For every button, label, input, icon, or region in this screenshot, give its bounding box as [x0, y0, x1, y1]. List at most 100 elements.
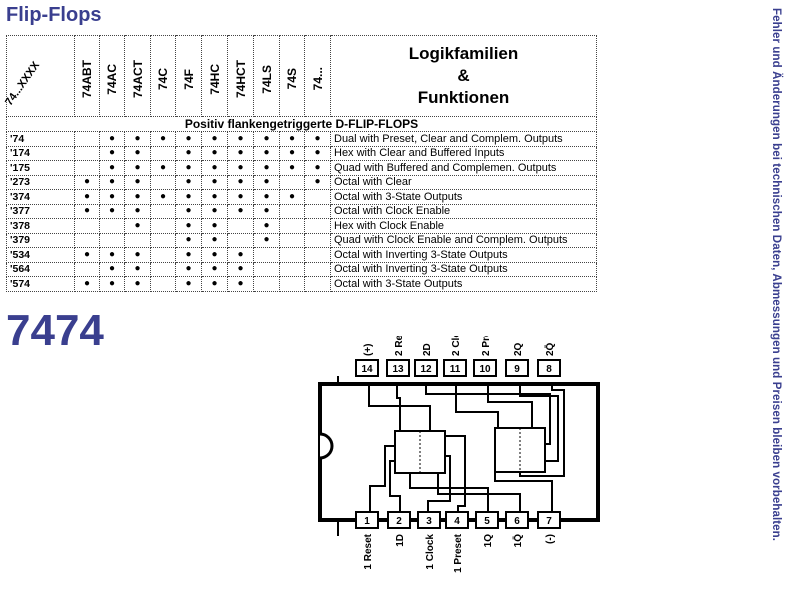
part-code: '273 — [6, 174, 75, 190]
pin-label: 2Q̄ — [544, 342, 556, 356]
empty-cell — [279, 218, 305, 234]
table-row: '534●●●●●●Octal with Inverting 3-State O… — [6, 247, 597, 263]
corner-cell: 74...XXXX — [3, 35, 75, 117]
availability-dot: ● — [304, 145, 331, 161]
empty-cell — [279, 276, 305, 292]
availability-dot: ● — [201, 247, 228, 263]
availability-dot: ● — [99, 247, 125, 263]
availability-dot: ● — [253, 174, 280, 190]
availability-dot: ● — [175, 174, 202, 190]
availability-dot: ● — [124, 145, 151, 161]
availability-dot: ● — [150, 189, 176, 205]
function-description: Octal with 3-State Outputs — [330, 276, 597, 292]
empty-cell — [304, 261, 331, 277]
empty-cell — [227, 218, 254, 234]
family-label: 74ACT — [130, 59, 145, 98]
part-number: 7474 — [6, 306, 104, 355]
table-row: '74●●●●●●●●●Dual with Preset, Clear and … — [6, 131, 597, 147]
empty-cell — [150, 247, 176, 263]
empty-cell — [304, 276, 331, 292]
table-row: '378●●●●Hex with Clock Enable — [6, 218, 597, 234]
availability-dot: ● — [253, 160, 280, 176]
empty-cell — [74, 160, 100, 176]
empty-cell — [74, 218, 100, 234]
availability-dot: ● — [227, 276, 254, 292]
availability-dot: ● — [124, 203, 151, 219]
availability-dot: ● — [201, 145, 228, 161]
family-header: 74S — [279, 35, 305, 117]
pin-label: 1 Preset — [453, 533, 464, 573]
availability-dot: ● — [227, 174, 254, 190]
part-code: '175 — [6, 160, 75, 176]
table-row: '564●●●●●Octal with Inverting 3-State Ou… — [6, 261, 597, 277]
pin-number: 12 — [420, 364, 432, 375]
table-row: '574●●●●●●Octal with 3-State Outputs — [6, 276, 597, 292]
availability-dot: ● — [201, 160, 228, 176]
empty-cell — [150, 218, 176, 234]
pin-box — [355, 359, 379, 377]
function-description: Octal with Inverting 3-State Outputs — [330, 261, 597, 277]
pin-box — [505, 359, 529, 377]
availability-dot: ● — [201, 131, 228, 147]
pin-box — [475, 511, 499, 529]
pin-number: 3 — [426, 516, 432, 527]
availability-dot: ● — [201, 174, 228, 190]
pin-label: (+) — [363, 344, 374, 357]
pin-label: 1 Clock — [425, 534, 436, 570]
table-row: '379●●●Quad with Clock Enable and Comple… — [6, 232, 597, 248]
pin-number: 11 — [450, 364, 461, 375]
availability-dot: ● — [99, 131, 125, 147]
empty-cell — [304, 232, 331, 248]
empty-cell — [253, 261, 280, 277]
availability-dot: ● — [201, 218, 228, 234]
family-label: 74... — [310, 67, 325, 91]
part-code: '174 — [6, 145, 75, 161]
availability-dot: ● — [279, 131, 305, 147]
empty-cell — [150, 145, 176, 161]
availability-dot: ● — [99, 261, 125, 277]
table-row: '377●●●●●●●Octal with Clock Enable — [6, 203, 597, 219]
pin-box — [537, 359, 561, 377]
availability-dot: ● — [175, 218, 202, 234]
empty-cell — [304, 189, 331, 205]
availability-dot: ● — [201, 203, 228, 219]
family-label: 74LS — [259, 64, 274, 94]
table-row: '273●●●●●●●●Octal with Clear — [6, 174, 597, 190]
availability-dot: ● — [124, 247, 151, 263]
family-header: 74LS — [253, 35, 280, 117]
pin-number: 8 — [546, 364, 552, 375]
availability-dot: ● — [175, 232, 202, 248]
pin-box — [355, 511, 379, 529]
empty-cell — [124, 232, 151, 248]
availability-dot: ● — [99, 145, 125, 161]
availability-dot: ● — [175, 276, 202, 292]
table-row: '174●●●●●●●●Hex with Clear and Buffered … — [6, 145, 597, 161]
availability-dot: ● — [227, 131, 254, 147]
empty-cell — [150, 232, 176, 248]
availability-dot: ● — [150, 160, 176, 176]
chip-body — [318, 382, 600, 522]
availability-dot: ● — [201, 276, 228, 292]
section-row: Positiv flankengetriggerte D-FLIP-FLOPS — [6, 116, 597, 132]
pin-number: 14 — [361, 364, 373, 375]
family-header: 74F — [175, 35, 202, 117]
empty-cell — [279, 261, 305, 277]
empty-cell — [304, 203, 331, 219]
availability-dot: ● — [124, 276, 151, 292]
pin-box — [417, 511, 441, 529]
availability-dot: ● — [253, 145, 280, 161]
empty-cell — [304, 218, 331, 234]
family-label: 74HCT — [233, 59, 248, 98]
availability-dot: ● — [175, 261, 202, 277]
empty-cell — [253, 247, 280, 263]
function-description: Hex with Clear and Buffered Inputs — [330, 145, 597, 161]
availability-dot: ● — [124, 160, 151, 176]
pin-number: 10 — [479, 364, 491, 375]
pin-label: 2 Preset — [481, 336, 492, 356]
availability-dot: ● — [253, 131, 280, 147]
availability-dot: ● — [253, 218, 280, 234]
pin-label: 2 Clock — [451, 336, 462, 356]
availability-dot: ● — [74, 174, 100, 190]
